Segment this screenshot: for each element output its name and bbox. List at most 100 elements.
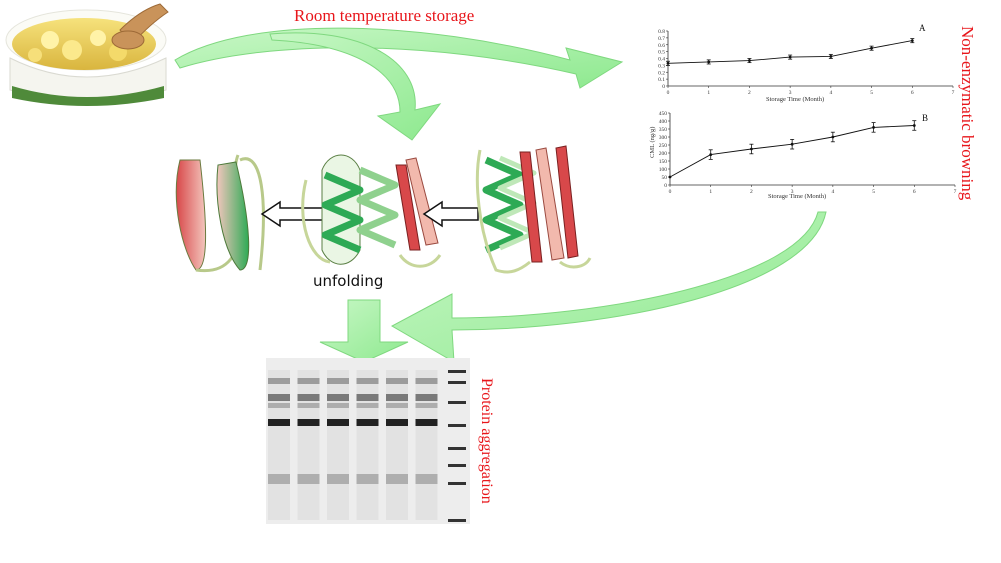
chart-b-ylabel: CML (ng/g): [649, 127, 656, 158]
intermediate-protein: [301, 154, 442, 268]
band-high2: [386, 403, 408, 408]
chart-a-xlabel: Storage Time (Month): [766, 96, 824, 103]
arrow-to-gel: [390, 211, 827, 363]
data-point: [666, 61, 670, 65]
y-tick-label: 100: [659, 167, 668, 173]
gel-lane: [415, 370, 438, 520]
band-top: [327, 378, 349, 384]
sds-page-gel: [266, 358, 470, 524]
band-top: [415, 378, 438, 384]
chart-b-panel-label: B: [922, 113, 928, 123]
lane-smear: [268, 370, 290, 520]
series-line: [669, 125, 915, 178]
marker-band: [448, 401, 466, 404]
band-main: [327, 419, 349, 426]
marker-lane: [448, 370, 466, 522]
gel-lanes: [268, 370, 438, 520]
gel-lane: [386, 370, 408, 520]
band-low: [356, 474, 379, 484]
y-tick-label: 0.2: [658, 70, 665, 76]
x-tick-label: 4: [831, 189, 834, 195]
band-main: [268, 419, 290, 426]
band-main: [415, 419, 438, 426]
arrow-to-charts: [174, 27, 624, 89]
x-tick-label: 5: [872, 189, 875, 195]
band-high: [297, 394, 320, 401]
data-point: [750, 147, 753, 151]
lane-smear: [356, 370, 379, 520]
gel-lane: [356, 370, 379, 520]
band-low: [297, 474, 320, 484]
chart-a-panel-label: A: [919, 23, 926, 33]
band-low: [268, 474, 290, 484]
y-tick-label: 0.7: [658, 36, 665, 42]
y-tick-label: 0.5: [658, 50, 665, 56]
arrow-to-protein: [269, 32, 442, 141]
marker-band: [448, 519, 466, 522]
x-tick-label: 7: [952, 90, 955, 96]
band-main: [297, 419, 320, 426]
arrow-down-unfolding: [319, 299, 409, 363]
browning-label: Non-enzymatic browning: [958, 26, 977, 201]
y-tick-label: 0.6: [658, 43, 665, 49]
x-tick-label: 4: [829, 90, 832, 96]
band-top: [356, 378, 379, 384]
y-tick-label: 0.1: [658, 77, 665, 83]
band-high2: [297, 403, 320, 408]
unfold-arrow-middle: [422, 200, 479, 228]
data-point: [912, 124, 916, 127]
x-tick-label: 0: [669, 189, 672, 195]
data-point: [831, 135, 835, 139]
x-tick-label: 3: [789, 90, 792, 96]
y-tick-label: 300: [659, 135, 668, 141]
y-tick-label: 400: [659, 119, 668, 125]
y-tick-label: 0: [664, 183, 667, 189]
data-point: [788, 55, 792, 59]
x-tick-label: 2: [748, 90, 751, 96]
y-tick-label: 250: [659, 143, 668, 149]
y-tick-label: 0.3: [658, 63, 665, 69]
x-tick-label: 2: [750, 189, 753, 195]
data-point: [790, 142, 794, 146]
data-point: [870, 46, 873, 50]
x-tick-label: 6: [913, 189, 916, 195]
x-tick-label: 0: [667, 90, 670, 96]
series-line: [667, 40, 913, 64]
marker-band: [448, 447, 466, 450]
marker-band: [448, 370, 466, 373]
unfold-arrow-left: [260, 200, 327, 228]
band-top: [386, 378, 408, 384]
band-high: [356, 394, 379, 401]
gel-lane: [268, 370, 290, 520]
aggregation-label: Protein aggregation: [478, 378, 495, 504]
lane-smear: [297, 370, 320, 520]
y-tick-label: 0.8: [658, 29, 665, 35]
band-low: [415, 474, 438, 484]
x-tick-label: 1: [709, 189, 712, 195]
lane-smear: [415, 370, 438, 520]
band-top: [268, 378, 290, 384]
band-main: [386, 419, 408, 426]
band-high: [268, 394, 290, 401]
band-high2: [268, 403, 290, 408]
band-low: [386, 474, 408, 484]
band-high: [327, 394, 349, 401]
x-tick-label: 6: [911, 90, 914, 96]
x-tick-label: 1: [707, 90, 710, 96]
unfolding-label: unfolding: [313, 272, 383, 290]
band-high2: [327, 403, 349, 408]
data-point: [910, 39, 914, 43]
data-point: [668, 175, 672, 179]
unfolded-protein: [175, 154, 265, 273]
native-protein: [475, 145, 592, 274]
lane-smear: [386, 370, 408, 520]
band-high: [386, 394, 408, 401]
y-tick-label: 50: [662, 175, 668, 181]
band-high2: [356, 403, 379, 408]
marker-band: [448, 482, 466, 485]
x-tick-label: 3: [791, 189, 794, 195]
y-tick-label: 0.4: [658, 57, 665, 63]
storage-label: Room temperature storage: [294, 6, 474, 25]
